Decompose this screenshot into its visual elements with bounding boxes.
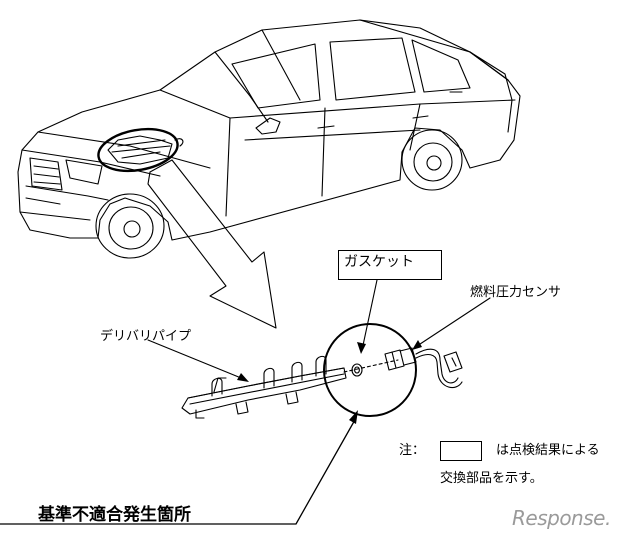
location-callout-line	[0, 417, 357, 525]
gasket-label-box	[338, 250, 442, 280]
response-watermark-logo: Response.	[512, 506, 611, 530]
assembly-centerline	[343, 359, 399, 373]
leader-arrowheads	[237, 340, 422, 424]
leader-lines	[147, 279, 491, 381]
delivery-pipe-label: デリバリパイプ	[100, 329, 192, 344]
nonconformity-location-title: 基準不適合発生箇所	[38, 505, 191, 525]
note-second-line: 交換部品を示す。	[440, 471, 543, 486]
callout-arrow	[147, 159, 277, 329]
fuel-pressure-sensor-label: 燃料圧力センサ	[470, 285, 562, 300]
fuel-pressure-sensor-illustration	[384, 347, 463, 389]
car-illustration	[17, 19, 521, 259]
note-suffix: は点検結果による	[496, 443, 600, 458]
delivery-pipe-illustration	[181, 355, 347, 419]
detail-circle	[323, 323, 417, 417]
gasket-label: ガスケット	[344, 254, 414, 270]
note-legend-box	[440, 441, 482, 461]
gasket-illustration	[351, 363, 363, 377]
note-prefix: 注：	[399, 443, 426, 458]
